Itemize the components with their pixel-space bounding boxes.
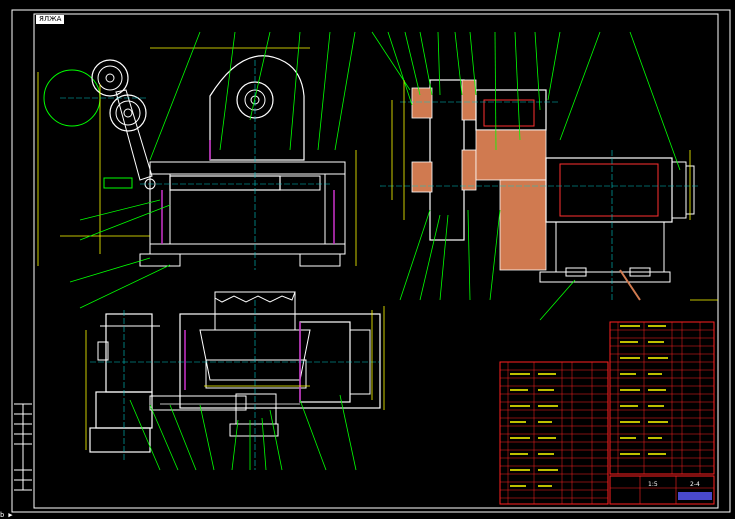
- outer-border: [11, 9, 731, 513]
- parts-list-right: [609, 321, 715, 475]
- bottom-left-mark: b ▶: [0, 511, 13, 519]
- side-view: [371, 31, 718, 321]
- left-ruler: [14, 403, 32, 491]
- title-block: 1:5 2-4: [609, 475, 715, 505]
- drawing-number: 2-4: [690, 481, 700, 488]
- scale-label: 1:5: [648, 481, 658, 488]
- front-view: [37, 31, 357, 309]
- parts-list-left: [499, 361, 609, 505]
- sheet-corner-tag: ЯЛЖА: [36, 15, 65, 24]
- top-view: [85, 291, 385, 471]
- inner-border: [33, 13, 719, 509]
